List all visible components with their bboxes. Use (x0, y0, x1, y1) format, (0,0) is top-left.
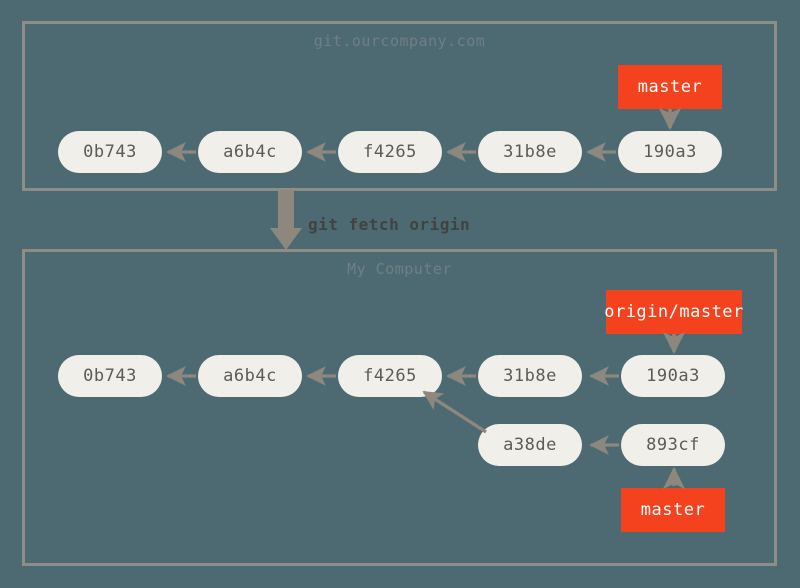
commit-node[interactable]: 893cf (621, 424, 725, 466)
commit-node[interactable]: 31b8e (478, 355, 582, 397)
commit-node[interactable]: a38de (478, 424, 582, 466)
step-caption-git-fetch-origin: git fetch origin (308, 215, 471, 234)
commit-node[interactable]: a6b4c (198, 131, 302, 173)
commit-node[interactable]: 31b8e (478, 131, 582, 173)
panel-local-title: My Computer (347, 260, 452, 278)
block-arrow-down-icon (270, 190, 302, 250)
commit-node[interactable]: 190a3 (621, 355, 725, 397)
commit-node[interactable]: f4265 (338, 355, 442, 397)
ref-label-origin-master[interactable]: origin/master (604, 290, 743, 334)
commit-node[interactable]: f4265 (338, 131, 442, 173)
panel-remote-title: git.ourcompany.com (313, 32, 486, 50)
ref-label-master[interactable]: master (618, 65, 722, 109)
commit-node[interactable]: 0b743 (58, 355, 162, 397)
ref-label-master[interactable]: master (621, 488, 725, 532)
commit-node[interactable]: a6b4c (198, 355, 302, 397)
commit-node[interactable]: 0b743 (58, 131, 162, 173)
commit-node[interactable]: 190a3 (618, 131, 722, 173)
